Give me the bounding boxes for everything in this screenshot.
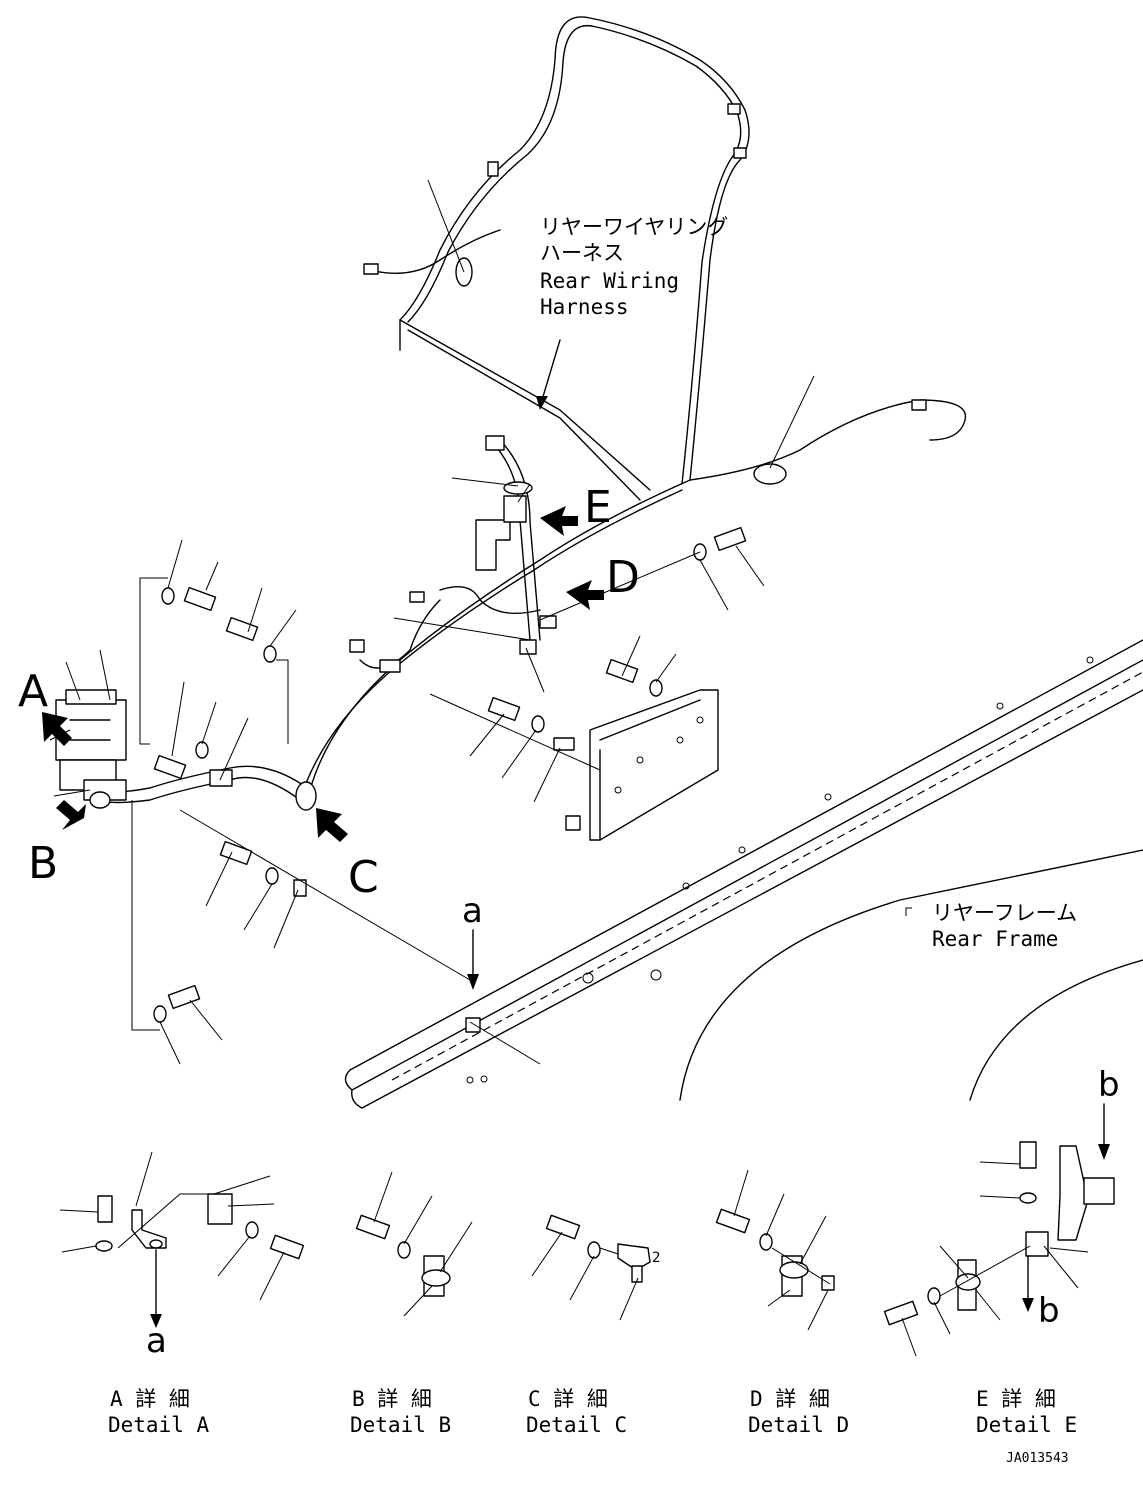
detail-a-title-en: Detail A [108, 1413, 210, 1437]
fasteners [49, 179, 815, 1065]
detail-e [883, 1103, 1115, 1357]
arrow-d-icon [566, 580, 604, 610]
frame-label-en: Rear Frame [932, 927, 1058, 951]
harness-label-en-line2: Harness [540, 295, 629, 319]
detail-a-arrow-icon [150, 1314, 162, 1328]
view-letter-c: C [348, 852, 379, 903]
view-letter-d: D [606, 552, 640, 603]
drawing-id: JA013543 [1006, 1451, 1069, 1466]
view-letter-b: B [28, 838, 58, 889]
ref-letter-b-bottom: b [1038, 1291, 1060, 1331]
detail-c [531, 1214, 651, 1321]
detail-e-arrow-b-in-icon [1098, 1144, 1110, 1160]
harness-arrow-icon [536, 396, 548, 410]
frame-label-jp: リヤーフレーム [932, 901, 1077, 925]
detail-views [59, 1103, 1115, 1357]
detail-b-title-jp: B 詳 細 [352, 1387, 432, 1411]
detail-a [59, 1151, 305, 1328]
detail-c-title-en: Detail C [526, 1413, 627, 1437]
detail-d [715, 1169, 835, 1331]
detail-d-title-jp: D 詳 細 [750, 1387, 830, 1411]
harness-label-jp-line2: ハーネス [540, 241, 624, 265]
view-letter-e: E [584, 482, 612, 533]
detail-e-title-en: Detail E [976, 1413, 1077, 1437]
arrow-a-ref-icon [467, 974, 479, 990]
detail-e-title-jp: E 詳 細 [976, 1387, 1056, 1411]
detail-c-mark: 2 [652, 1250, 660, 1266]
detail-c-title-jp: C 詳 細 [528, 1387, 608, 1411]
ref-letter-b-top: b [1098, 1065, 1120, 1105]
detail-e-arrow-b-out-icon [1022, 1298, 1034, 1312]
ref-letter-a-detail: a [146, 1321, 167, 1361]
arrow-b-icon [56, 800, 86, 830]
arrow-a-icon [42, 712, 72, 746]
detail-b-title-en: Detail B [350, 1413, 451, 1437]
detail-a-title-jp: A 詳 細 [110, 1387, 190, 1411]
ref-letter-a-main: a [462, 891, 483, 931]
rear-frame [344, 639, 1143, 1109]
arrow-c-icon [316, 808, 348, 842]
mounting-plate [565, 689, 719, 841]
arrow-e-icon [540, 506, 578, 536]
labels: リヤーワイヤリング ハーネス Rear Wiring Harness リヤーフレ… [18, 215, 1120, 1466]
view-letter-a: A [18, 666, 48, 717]
upper-harness-loop [363, 16, 967, 501]
left-bracket-assembly [55, 689, 127, 809]
detail-d-title-en: Detail D [748, 1413, 849, 1437]
view-arrows [42, 339, 912, 990]
harness-label-en-line1: Rear Wiring [540, 269, 679, 293]
harness-label-jp-line1: リヤーワイヤリング [540, 215, 728, 239]
detail-b [355, 1171, 473, 1317]
